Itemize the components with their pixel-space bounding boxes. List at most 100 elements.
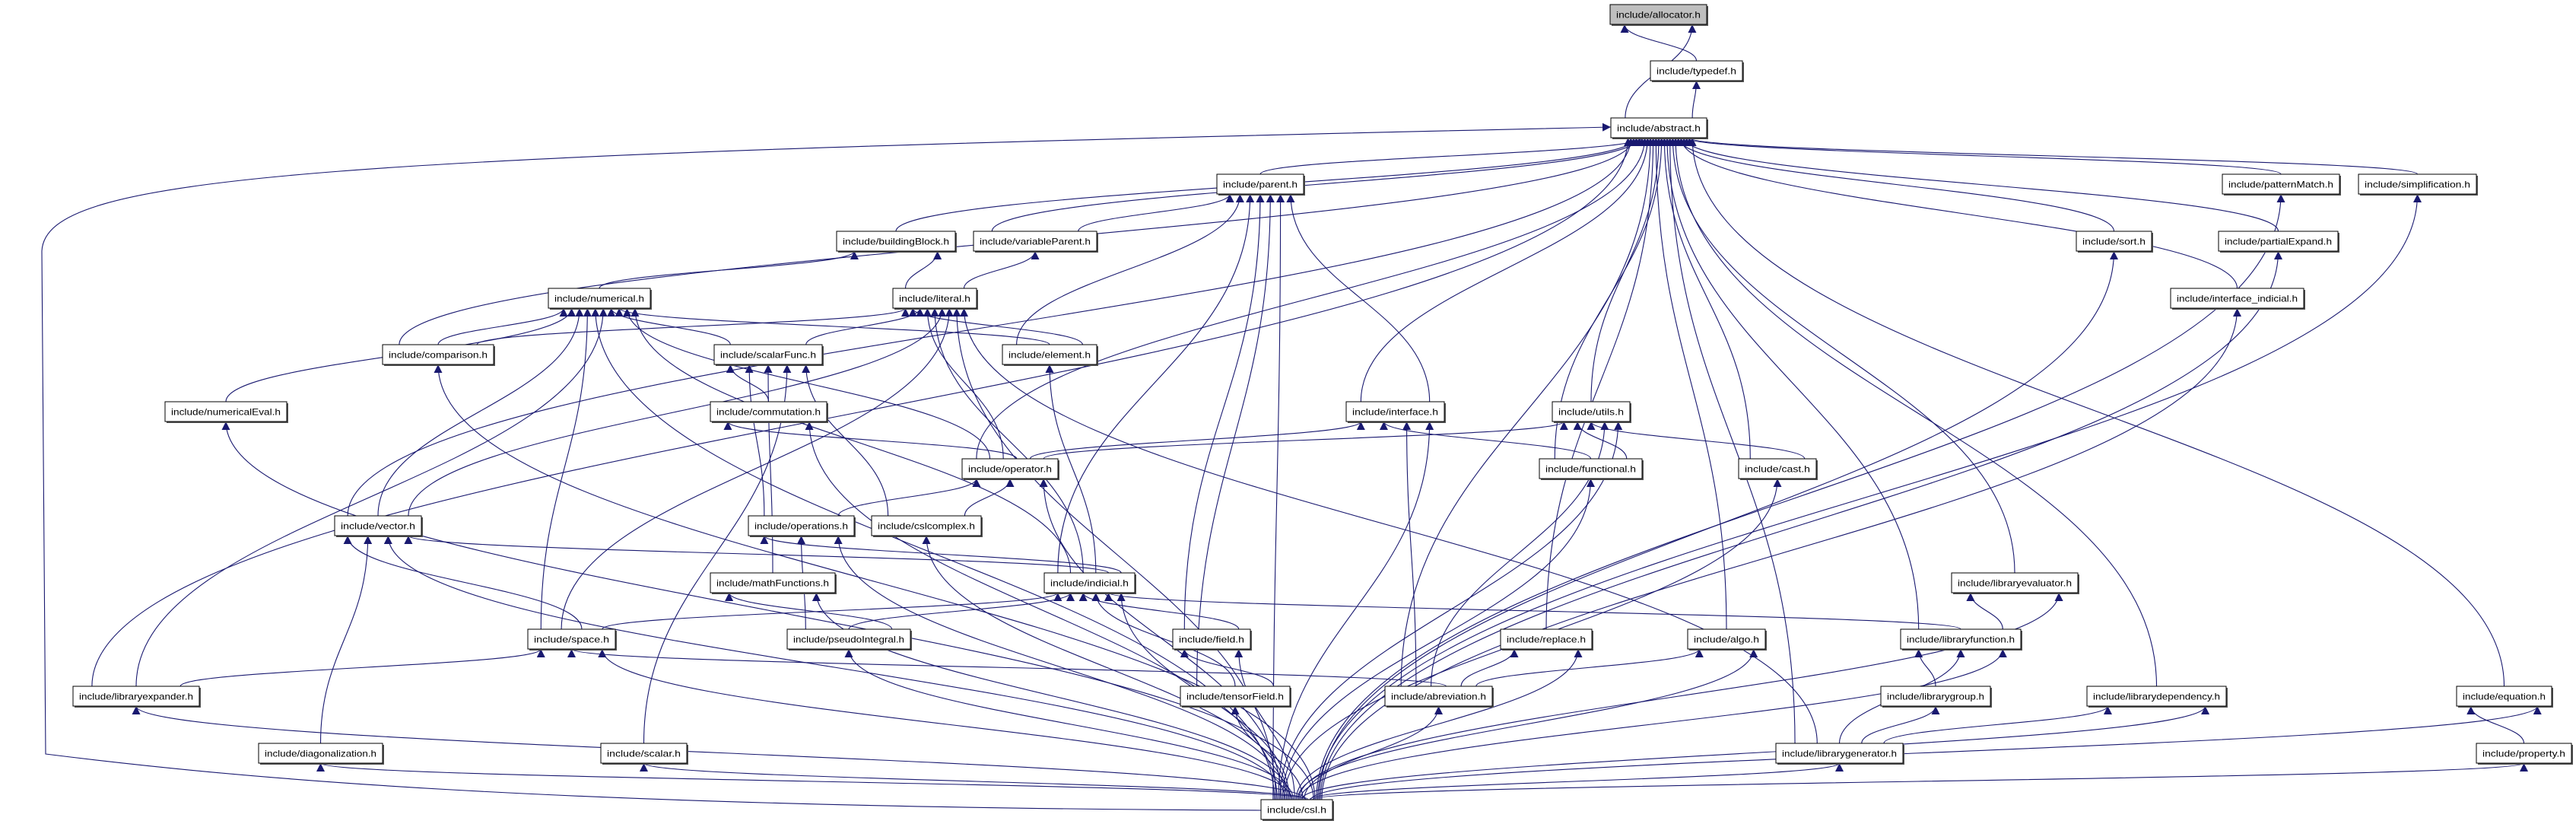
- node-librarygroup[interactable]: include/librarygroup.h: [1880, 686, 1992, 708]
- edge-indicial-to-literal: [930, 307, 1084, 574]
- node-property[interactable]: include/property.h: [2476, 743, 2573, 765]
- node-functional[interactable]: include/functional.h: [1539, 458, 1644, 480]
- edge-operator-to-abstract: [976, 137, 1650, 460]
- node-patternMatch[interactable]: include/patternMatch.h: [2222, 173, 2341, 196]
- node-box: [710, 572, 836, 593]
- node-interface[interactable]: include/interface.h: [1345, 401, 1446, 423]
- edge-typedef-to-allocator: [1620, 24, 1698, 62]
- edge-csl-to-interface_indicial: [1321, 307, 2241, 800]
- node-simplification[interactable]: include/simplification.h: [2358, 173, 2478, 196]
- node-label: include/interface.h: [1352, 407, 1438, 418]
- node-box: [1687, 628, 1766, 650]
- node-buildingBlock[interactable]: include/buildingBlock.h: [836, 231, 957, 253]
- edge-csl-to-algo: [1297, 648, 1758, 800]
- edge-indicial-to-element: [1045, 364, 1097, 574]
- node-abstract[interactable]: include/abstract.h: [1610, 117, 1708, 139]
- node-label: include/libraryevaluator.h: [1958, 578, 2072, 589]
- node-label: include/sort.h: [2082, 237, 2146, 247]
- edge-operator-to-interface: [1029, 421, 1365, 460]
- node-utils[interactable]: include/utils.h: [1552, 401, 1631, 423]
- edge-csl-to-pseudoIntegral: [844, 648, 1294, 800]
- node-libraryevaluator[interactable]: include/libraryevaluator.h: [1951, 572, 2079, 594]
- node-label: include/operator.h: [968, 464, 1052, 475]
- node-literal[interactable]: include/literal.h: [892, 288, 978, 310]
- edge-csl-to-simplification: [1317, 193, 2422, 800]
- node-label: include/libraryfunction.h: [1907, 635, 2015, 645]
- node-box: [1345, 401, 1445, 422]
- node-label: include/typedef.h: [1656, 66, 1736, 77]
- node-label: include/abstract.h: [1617, 123, 1701, 134]
- node-operations[interactable]: include/operations.h: [748, 515, 856, 537]
- node-box: [1609, 4, 1707, 25]
- node-numerical[interactable]: include/numerical.h: [548, 288, 652, 310]
- node-label: include/mathFunctions.h: [716, 578, 829, 589]
- node-csl[interactable]: include/csl.h: [1260, 799, 1334, 821]
- edge-vector-to-literal: [408, 307, 947, 517]
- node-equation[interactable]: include/equation.h: [2456, 686, 2553, 708]
- node-field[interactable]: include/field.h: [1172, 628, 1252, 651]
- edge-element-to-parent: [1016, 193, 1244, 345]
- node-librarydependency[interactable]: include/librarydependency.h: [2086, 686, 2228, 708]
- node-label: include/field.h: [1179, 635, 1244, 645]
- edge-equation-to-abstract: [1688, 137, 2505, 687]
- edge-diagonalization-to-vector: [319, 535, 373, 744]
- node-mathFunctions[interactable]: include/mathFunctions.h: [710, 572, 837, 594]
- node-comparison[interactable]: include/comparison.h: [382, 344, 495, 366]
- edge-csl-to-numericalEval: [221, 421, 1314, 800]
- node-space[interactable]: include/space.h: [527, 628, 617, 651]
- node-cast[interactable]: include/cast.h: [1738, 458, 1818, 480]
- node-abreviation[interactable]: include/abreviation.h: [1384, 686, 1494, 708]
- edge-variableParent-to-abstract: [991, 137, 1644, 232]
- edge-csl-to-interface: [1278, 421, 1434, 800]
- node-algo[interactable]: include/algo.h: [1687, 628, 1767, 651]
- node-box: [836, 231, 956, 252]
- edge-interface-to-parent: [1286, 193, 1431, 402]
- node-box: [2170, 288, 2304, 309]
- node-diagonalization[interactable]: include/diagonalization.h: [258, 743, 384, 765]
- node-sort[interactable]: include/sort.h: [2076, 231, 2153, 253]
- edge-abreviation-to-abstract: [1400, 137, 1655, 687]
- edge-mathFunctions-to-scalarFunc: [764, 364, 773, 574]
- node-indicial[interactable]: include/indicial.h: [1043, 572, 1136, 594]
- edge-abstract-to-typedef: [1691, 80, 1701, 119]
- edge-cslcomplex-to-operator: [964, 478, 1015, 517]
- node-operator[interactable]: include/operator.h: [961, 458, 1059, 480]
- node-label: include/vector.h: [341, 521, 415, 532]
- edge-operator-to-commutation: [723, 421, 1018, 460]
- node-label: include/literal.h: [899, 294, 970, 304]
- edge-space-to-literal: [561, 307, 954, 630]
- node-box: [892, 288, 977, 309]
- node-librarygenerator[interactable]: include/librarygenerator.h: [1775, 743, 1904, 765]
- edge-libraryevaluator-to-abstract: [1668, 137, 2015, 574]
- node-libraryexpander[interactable]: include/libraryexpander.h: [72, 686, 201, 708]
- node-parent[interactable]: include/parent.h: [1216, 173, 1305, 196]
- node-tensorField[interactable]: include/tensorField.h: [1180, 686, 1291, 708]
- edge-csl-to-librarydependency: [1301, 705, 2209, 800]
- edge-algo-to-abstract: [1651, 137, 1727, 630]
- node-box: [1002, 344, 1097, 365]
- node-label: include/property.h: [2482, 749, 2565, 759]
- node-libraryfunction[interactable]: include/libraryfunction.h: [1900, 628, 2022, 651]
- node-box: [2456, 686, 2552, 707]
- node-scalarFunc[interactable]: include/scalarFunc.h: [713, 344, 824, 366]
- node-allocator[interactable]: include/allocator.h: [1609, 4, 1708, 26]
- node-typedef[interactable]: include/typedef.h: [1650, 60, 1744, 82]
- node-replace[interactable]: include/replace.h: [1500, 628, 1593, 651]
- node-pseudoIntegral[interactable]: include/pseudoIntegral.h: [786, 628, 912, 651]
- node-variableParent[interactable]: include/variableParent.h: [973, 231, 1098, 253]
- node-element[interactable]: include/element.h: [1002, 344, 1098, 366]
- edge-csl-to-sort: [1318, 250, 2118, 800]
- node-box: [600, 743, 688, 764]
- node-scalar[interactable]: include/scalar.h: [600, 743, 688, 765]
- edge-indicial-to-parent: [1057, 193, 1255, 574]
- edge-functional-to-interface: [1380, 421, 1592, 460]
- node-label: include/pseudoIntegral.h: [793, 635, 904, 645]
- node-vector[interactable]: include/vector.h: [334, 515, 423, 537]
- node-cslcomplex[interactable]: include/cslcomplex.h: [871, 515, 983, 537]
- node-label: include/comparison.h: [389, 350, 488, 361]
- node-numericalEval[interactable]: include/numericalEval.h: [164, 401, 288, 423]
- node-partialExpand[interactable]: include/partialExpand.h: [2218, 231, 2339, 253]
- node-commutation[interactable]: include/commutation.h: [710, 401, 828, 423]
- node-interface_indicial[interactable]: include/interface_indicial.h: [2170, 288, 2305, 310]
